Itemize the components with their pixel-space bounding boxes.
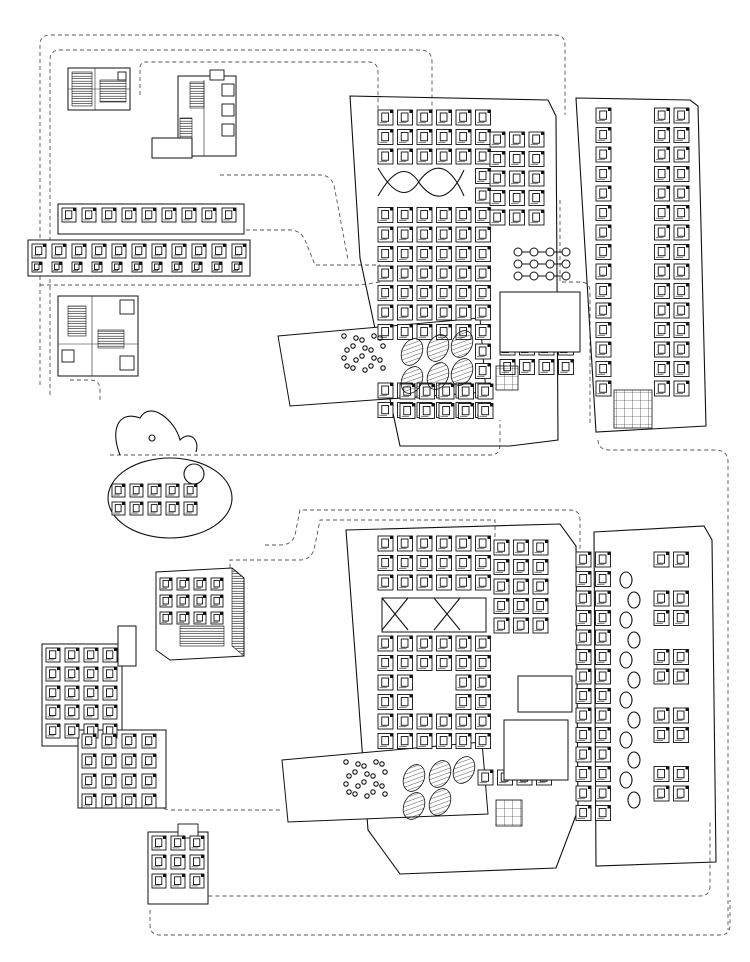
route-bottom-2 xyxy=(199,820,711,897)
plan-fragment-garden xyxy=(107,410,233,539)
plan-fragment-top-left xyxy=(67,67,131,111)
route-top-lower-2 xyxy=(265,509,581,550)
plan-fragment-bar xyxy=(27,203,251,277)
circulation-routes xyxy=(39,34,731,936)
main-complex-upper xyxy=(277,95,707,447)
route-bottom-3 xyxy=(149,900,731,936)
plan-fragment-stair-cluster xyxy=(57,295,139,377)
plan-fragment-lower-left xyxy=(41,625,167,809)
plan-fragment-isometric xyxy=(155,567,245,661)
route-bottom xyxy=(159,740,280,811)
grid-court-upper xyxy=(613,389,653,429)
route-lower-left xyxy=(110,420,501,456)
route-inner-top xyxy=(49,49,433,395)
route-right-down xyxy=(597,439,729,930)
plaza-lower xyxy=(517,675,573,713)
main-complex-lower xyxy=(281,523,717,875)
site-outline-upper-right xyxy=(575,97,707,433)
route-outer-top xyxy=(39,34,566,385)
plan-fragment-bottom-left xyxy=(147,823,209,905)
route-mid-a xyxy=(220,174,349,261)
plan-fragment-stair-tower xyxy=(151,69,237,159)
route-mid-c xyxy=(40,281,381,286)
site-outline-lower-right xyxy=(593,525,717,867)
route-top-lower xyxy=(229,519,496,575)
site-outline-lower xyxy=(345,523,579,875)
route-left-low xyxy=(70,379,101,400)
site-outline-upper xyxy=(349,95,559,447)
route-top-2 xyxy=(139,61,379,110)
route-mid-b xyxy=(246,229,380,266)
